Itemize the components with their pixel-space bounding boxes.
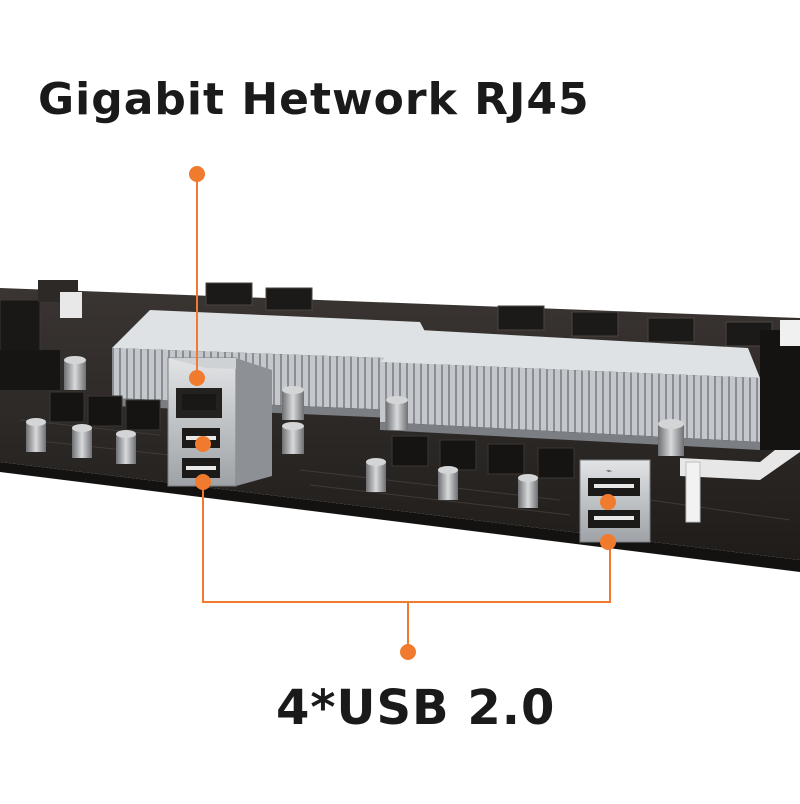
right-heatsink: [380, 330, 760, 450]
chokes: [49, 391, 575, 479]
rj45-usb-port-stack: [167, 357, 272, 487]
memory-slot: [680, 320, 800, 523]
callout-lines: [196, 174, 611, 652]
svg-text:⌁: ⌁: [606, 466, 612, 477]
capacitors: [26, 356, 684, 508]
callout-dots: [189, 166, 616, 660]
usb-port-label: 4*USB 2.0: [276, 680, 556, 736]
network-port-label: Gigabit Hetwork RJ45: [38, 74, 590, 125]
left-slot-connectors: [0, 280, 82, 390]
power-connectors: [205, 282, 773, 347]
